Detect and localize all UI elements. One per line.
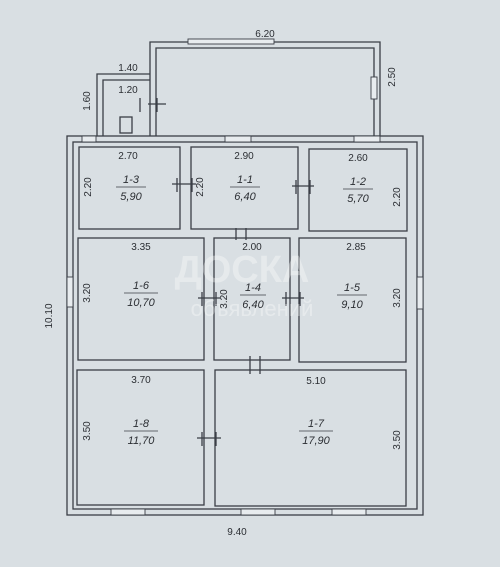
room-id: 1-3 bbox=[123, 174, 140, 186]
room-height-dim: 2.20 bbox=[392, 187, 403, 207]
room-id: 1-4 bbox=[245, 282, 261, 294]
room-id: 1-6 bbox=[133, 280, 150, 292]
porch-walls bbox=[149, 41, 381, 136]
watermark-line2: объявлений bbox=[191, 296, 314, 321]
room-1-8: 3.70 3.50 1-8 11,70 bbox=[82, 375, 158, 447]
house-depth-dim: 10.10 bbox=[44, 303, 55, 328]
room-height-dim: 3.20 bbox=[82, 283, 93, 303]
windows bbox=[66, 38, 424, 516]
room-width-dim: 2.70 bbox=[118, 151, 138, 162]
doors bbox=[139, 98, 314, 446]
outer-dimensions: 6.20 2.50 1.40 1.60 1.20 9.40 10.10 bbox=[44, 29, 398, 538]
room-1-6: 3.35 3.20 1-6 10,70 bbox=[82, 242, 158, 309]
vestibule-width-dim: 1.40 bbox=[118, 63, 138, 74]
room-area: 5,70 bbox=[347, 193, 369, 205]
vestibule-walls bbox=[96, 73, 150, 136]
room-area: 17,90 bbox=[302, 435, 330, 447]
room-width-dim: 5.10 bbox=[306, 376, 326, 387]
vestibule-depth-dim: 1.60 bbox=[82, 91, 93, 111]
room-area: 5,90 bbox=[120, 191, 142, 203]
room-area: 6,40 bbox=[234, 191, 256, 203]
room-1-5: 2.85 3.20 1-5 9,10 bbox=[337, 242, 403, 311]
porch-width-dim: 6.20 bbox=[255, 29, 275, 40]
room-height-dim: 3.20 bbox=[219, 289, 230, 309]
room-area: 6,40 bbox=[242, 299, 264, 311]
room-height-dim: 3.50 bbox=[392, 430, 403, 450]
room-1-3: 2.70 2.20 1-3 5,90 bbox=[83, 151, 146, 203]
vestibule-inner-dim: 1.20 bbox=[118, 85, 138, 96]
room-id: 1-7 bbox=[308, 418, 325, 430]
room-width-dim: 3.70 bbox=[131, 375, 151, 386]
room-1-2: 2.60 2.20 1-2 5,70 bbox=[343, 153, 403, 207]
room-width-dim: 3.35 bbox=[131, 242, 151, 253]
room-area: 10,70 bbox=[127, 297, 155, 309]
watermark: ДОСКА объявлений bbox=[175, 249, 314, 321]
room-area: 9,10 bbox=[341, 299, 363, 311]
room-width-dim: 2.90 bbox=[234, 151, 254, 162]
room-id: 1-1 bbox=[237, 174, 253, 186]
room-1-7: 5.10 3.50 1-7 17,90 bbox=[299, 376, 403, 450]
room-1-1: 2.90 2.20 1-1 6,40 bbox=[195, 151, 260, 203]
room-id: 1-2 bbox=[350, 176, 366, 188]
room-width-dim: 2.85 bbox=[346, 242, 366, 253]
house-width-dim: 9.40 bbox=[227, 527, 247, 538]
watermark-line1: ДОСКА bbox=[175, 249, 310, 291]
room-id: 1-8 bbox=[133, 418, 150, 430]
room-height-dim: 2.20 bbox=[83, 177, 94, 197]
room-width-dim: 2.60 bbox=[348, 153, 368, 164]
room-width-dim: 2.00 bbox=[242, 242, 262, 253]
room-height-dim: 2.20 bbox=[195, 177, 206, 197]
room-id: 1-5 bbox=[344, 282, 361, 294]
room-height-dim: 3.20 bbox=[392, 288, 403, 308]
porch-depth-dim: 2.50 bbox=[387, 67, 398, 87]
room-height-dim: 3.50 bbox=[82, 421, 93, 441]
room-area: 11,70 bbox=[128, 435, 156, 447]
room-1-4: 2.00 3.20 1-4 6,40 bbox=[219, 242, 266, 311]
